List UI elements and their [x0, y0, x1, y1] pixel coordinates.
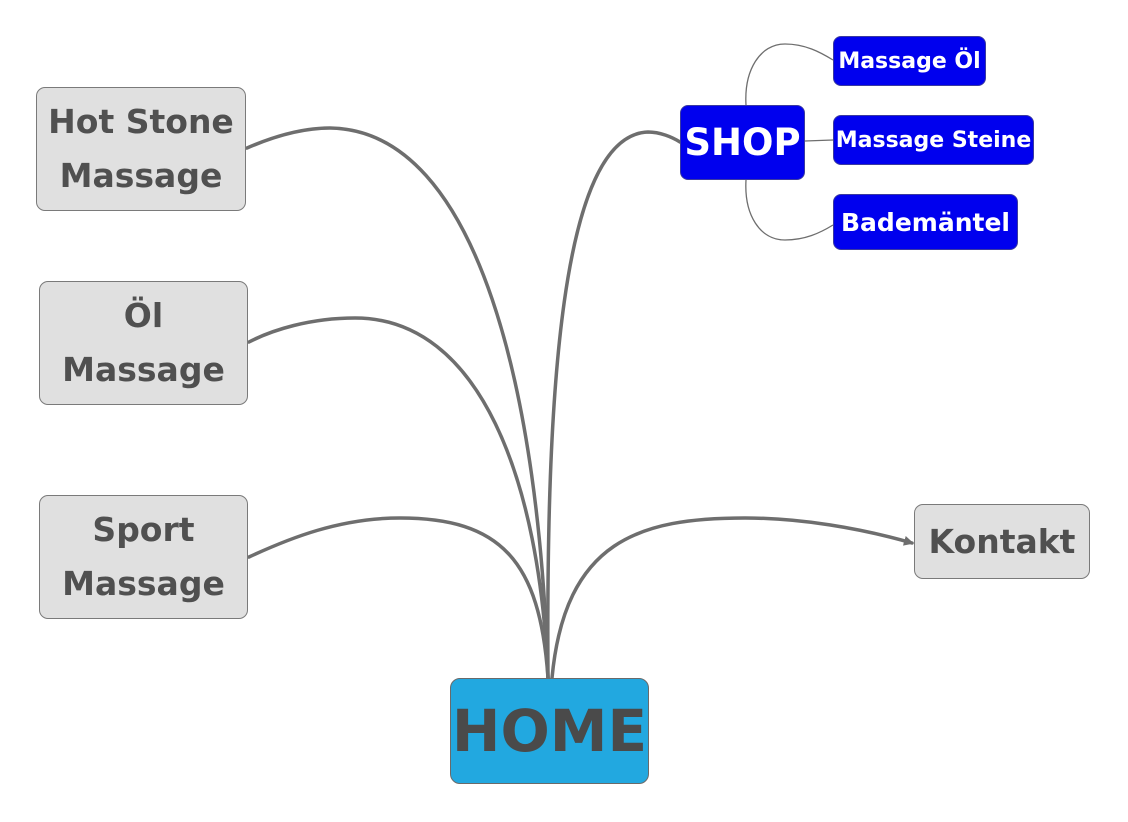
node-label: Bademäntel: [841, 207, 1010, 237]
edge-shop-bademaentel: [745, 179, 834, 241]
node-hot-stone-massage[interactable]: Hot Stone Massage: [36, 87, 246, 211]
node-label: SHOP: [684, 121, 801, 164]
node-massage-oel[interactable]: Massage Öl: [833, 36, 986, 86]
edge-home-oel: [247, 316, 550, 680]
edge-home-shop: [546, 130, 682, 680]
node-label: Kontakt: [928, 521, 1076, 561]
node-label: Sport Massage: [62, 510, 225, 603]
node-label: HOME: [451, 697, 648, 765]
node-sport-massage[interactable]: Sport Massage: [39, 495, 248, 619]
edge-shop-massage-steine: [804, 139, 834, 142]
node-shop[interactable]: SHOP: [680, 105, 805, 180]
edge-shop-massage-oel: [745, 43, 834, 106]
node-massage-steine[interactable]: Massage Steine: [833, 115, 1034, 165]
node-label: Hot Stone Massage: [48, 102, 234, 195]
node-home[interactable]: HOME: [450, 678, 649, 784]
node-label: Massage Steine: [835, 127, 1032, 153]
edge-home-hot-stone: [245, 126, 550, 680]
node-label: Massage Öl: [838, 48, 981, 74]
node-oel-massage[interactable]: Öl Massage: [39, 281, 248, 405]
edge-home-sport: [247, 516, 550, 680]
edge-home-kontakt: [550, 516, 914, 680]
node-kontakt[interactable]: Kontakt: [914, 504, 1090, 579]
node-label: Öl Massage: [62, 296, 225, 389]
node-bademaentel[interactable]: Bademäntel: [833, 194, 1018, 250]
